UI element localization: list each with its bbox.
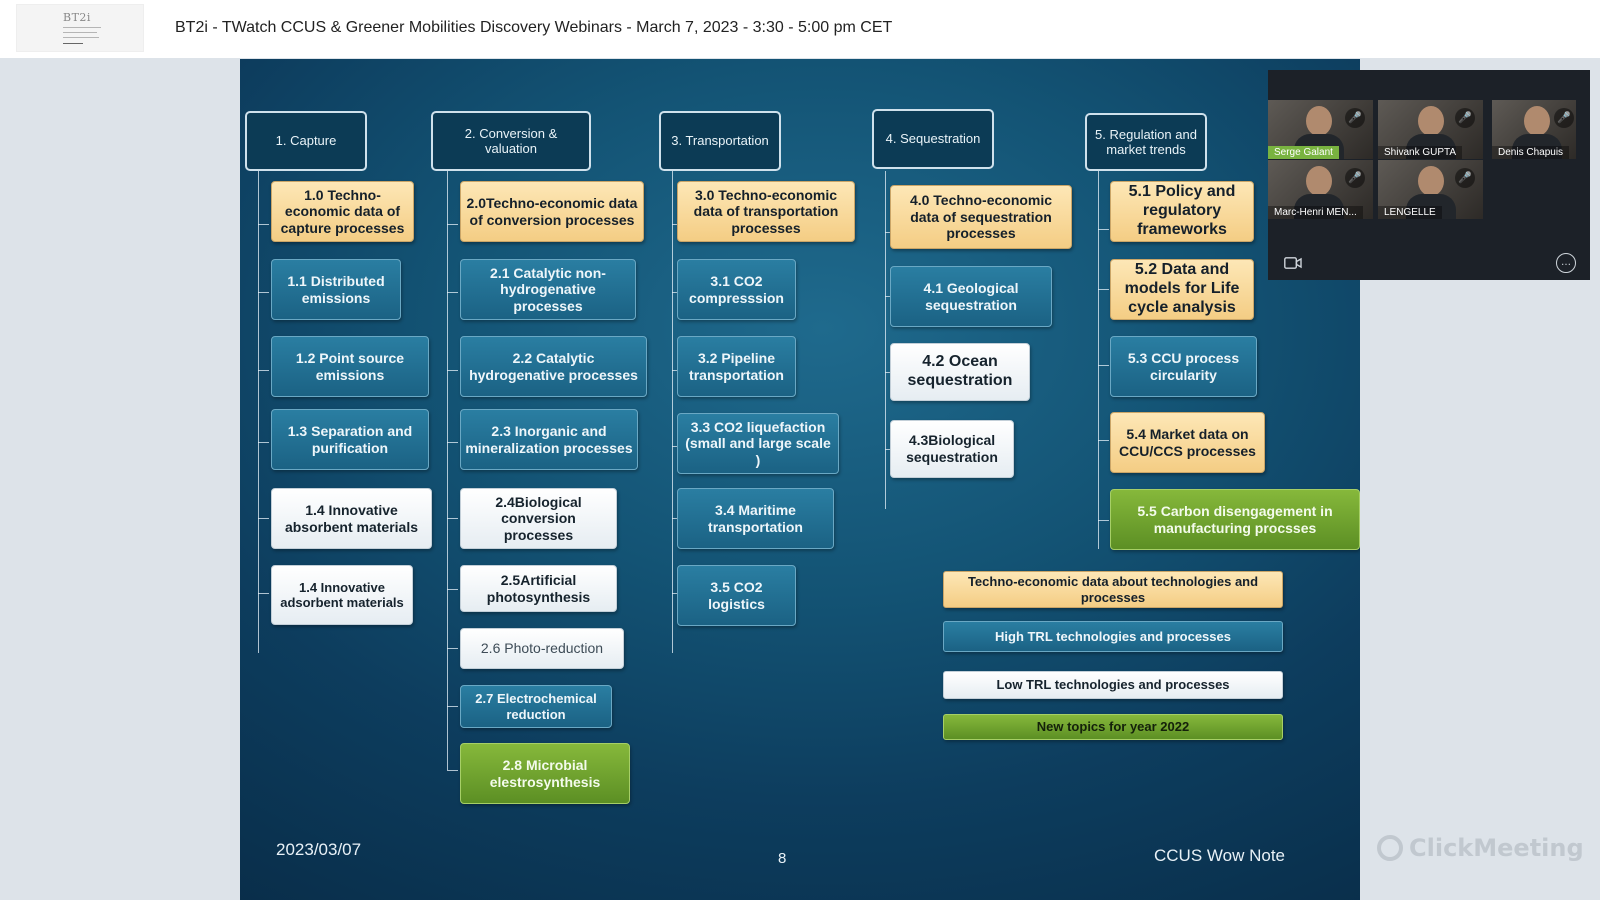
participant-tile[interactable]: 🎤 Serge Galant xyxy=(1268,100,1373,159)
participant-tile[interactable]: 🎤 Denis Chapuis xyxy=(1492,100,1576,159)
topic-conversion-photo-reduction: 2.6 Photo-reduction xyxy=(460,628,624,669)
column-header-sequestration: 4. Sequestration xyxy=(872,109,994,169)
topic-transport-logistics: 3.5 CO2 logistics xyxy=(677,565,796,626)
topic-sequestration-ocean: 4.2 Ocean sequestration xyxy=(890,343,1030,401)
participant-name: Denis Chapuis xyxy=(1492,146,1570,159)
legend-new-2022: New topics for year 2022 xyxy=(943,714,1283,740)
topic-conversion-microbial: 2.8 Microbial elestrosynthesis xyxy=(460,743,630,804)
microphone-icon: 🎤 xyxy=(1455,108,1475,128)
legend-low-trl: Low TRL technologies and processes xyxy=(943,671,1283,699)
topic-transport-pipeline: 3.2 Pipeline transportation xyxy=(677,336,796,397)
participant-name: Shivank GUPTA xyxy=(1378,146,1463,159)
topic-capture-techno-economic: 1.0 Techno-economic data of capture proc… xyxy=(271,181,414,242)
topic-regulation-lca-data: 5.2 Data and models for Life cycle analy… xyxy=(1110,259,1254,320)
topic-conversion-hydrogenative: 2.2 Catalytic hydrogenative processes xyxy=(460,336,647,397)
topic-regulation-circularity: 5.3 CCU process circularity xyxy=(1110,336,1257,397)
presentation-slide: 1. Capture 2. Conversion & valuation 3. … xyxy=(240,59,1360,900)
legend-techno-economic: Techno-economic data about technologies … xyxy=(943,571,1283,608)
topic-capture-adsorbent: 1.4 Innovative adsorbent materials xyxy=(271,565,413,625)
participant-name: Marc-Henri MEN... xyxy=(1268,206,1363,219)
topic-regulation-carbon-disengagement: 5.5 Carbon disengagement in manufacturin… xyxy=(1110,489,1360,550)
topic-sequestration-geological: 4.1 Geological sequestration xyxy=(890,266,1052,327)
participant-name: Serge Galant xyxy=(1268,146,1339,159)
microphone-icon: 🎤 xyxy=(1345,108,1365,128)
topic-capture-absorbent: 1.4 Innovative absorbent materials xyxy=(271,488,432,549)
topic-sequestration-biological: 4.3Biological sequestration xyxy=(890,420,1014,478)
topic-conversion-techno-economic: 2.0Techno-economic data of conversion pr… xyxy=(460,181,644,242)
participant-tile[interactable]: 🎤 LENGELLE xyxy=(1378,160,1483,219)
camera-icon[interactable] xyxy=(1284,257,1302,269)
topic-conversion-non-hydrogenative: 2.1 Catalytic non-hydrogenative processe… xyxy=(460,259,636,320)
column-header-transportation: 3. Transportation xyxy=(659,111,781,171)
topic-capture-point-source: 1.2 Point source emissions xyxy=(271,336,429,397)
clickmeeting-logo-icon xyxy=(1377,835,1403,861)
slide-date: 2023/03/07 xyxy=(276,840,362,859)
topic-regulation-market-data: 5.4 Market data on CCU/CCS processes xyxy=(1110,412,1265,473)
topic-conversion-electrochemical: 2.7 Electrochemical reduction xyxy=(460,685,612,728)
microphone-icon: 🎤 xyxy=(1345,168,1365,188)
topic-transport-compression: 3.1 CO2 compresssion xyxy=(677,259,796,320)
topic-conversion-artificial-photosynthesis: 2.5Artificial photosynthesis xyxy=(460,565,617,612)
watermark-text: ClickMeeting xyxy=(1409,834,1584,862)
slide-footer-note: CCUS Wow Note xyxy=(1154,846,1285,865)
microphone-icon: 🎤 xyxy=(1554,108,1574,128)
topic-transport-maritime: 3.4 Maritime transportation xyxy=(677,488,834,549)
topic-conversion-biological: 2.4Biological conversion processes xyxy=(460,488,617,549)
topic-capture-distributed-emissions: 1.1 Distributed emissions xyxy=(271,259,401,320)
participant-name: LENGELLE xyxy=(1378,206,1442,219)
chat-icon[interactable]: … xyxy=(1556,253,1576,273)
legend-high-trl: High TRL technologies and processes xyxy=(943,621,1283,652)
topic-conversion-inorganic: 2.3 Inorganic and mineralization process… xyxy=(460,409,638,470)
topic-transport-liquefaction: 3.3 CO2 liquefaction (small and large sc… xyxy=(677,413,839,474)
participant-tile[interactable]: 🎤 Shivank GUPTA xyxy=(1378,100,1483,159)
slide-page-number: 8 xyxy=(778,850,787,867)
logo-text: BT2i xyxy=(63,11,91,24)
topic-sequestration-techno-economic: 4.0 Techno-economic data of sequestratio… xyxy=(890,185,1072,249)
meeting-header: BT2i BT2i - TWatch CCUS & Greener Mobili… xyxy=(0,0,1600,58)
bt2i-logo: BT2i xyxy=(16,4,144,52)
clickmeeting-watermark: ClickMeeting xyxy=(1377,834,1584,862)
topic-capture-separation: 1.3 Separation and purification xyxy=(271,409,429,470)
video-panel: 🎤 Serge Galant 🎤 Shivank GUPTA 🎤 Denis C… xyxy=(1268,70,1590,280)
column-header-capture: 1. Capture xyxy=(245,111,367,171)
column-header-conversion: 2. Conversion & valuation xyxy=(431,111,591,171)
topic-regulation-policy: 5.1 Policy and regulatory frameworks xyxy=(1110,181,1254,242)
microphone-icon: 🎤 xyxy=(1455,168,1475,188)
topic-transport-techno-economic: 3.0 Techno-economic data of transportati… xyxy=(677,181,855,242)
participant-tile[interactable]: 🎤 Marc-Henri MEN... xyxy=(1268,160,1373,219)
meeting-title: BT2i - TWatch CCUS & Greener Mobilities … xyxy=(175,19,893,36)
column-header-regulation: 5. Regulation and market trends xyxy=(1085,113,1207,171)
